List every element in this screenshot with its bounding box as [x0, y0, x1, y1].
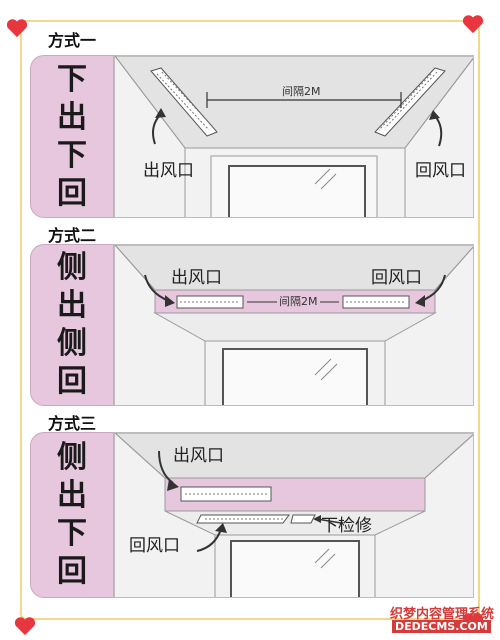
access-panel	[290, 514, 316, 524]
return-vent	[374, 67, 446, 137]
distance-label: 间隔2M	[279, 83, 324, 99]
watermark-site: DEDECMS.COM	[392, 620, 491, 633]
return-vent	[196, 514, 290, 524]
method-2-side-label: 侧 出 侧 回	[30, 244, 114, 406]
method-1-illustration: 间隔2M 出风口 回风口	[114, 55, 474, 218]
heart-icon	[14, 616, 36, 636]
heart-icon	[462, 14, 484, 34]
side-char: 出	[57, 288, 87, 323]
method-3-side-label: 侧 出 下 回	[30, 432, 114, 598]
side-char: 回	[57, 364, 87, 399]
method-2-illustration: 出风口 回风口 间隔2M	[114, 244, 474, 406]
outlet-label: 出风口	[171, 268, 222, 288]
watermark-text: 织梦内容管理系统	[390, 607, 495, 622]
access-label: 下检修	[321, 516, 372, 536]
outlet-label: 出风口	[143, 161, 194, 181]
heart-icon	[6, 18, 28, 38]
method-1-title: 方式一	[44, 27, 101, 51]
side-char: 侧	[57, 440, 87, 475]
outlet-vent	[150, 67, 218, 137]
method-3-title: 方式三	[44, 410, 101, 434]
side-char: 侧	[57, 326, 87, 361]
side-char: 回	[57, 554, 87, 589]
outlet-vent	[180, 486, 272, 502]
return-label: 回风口	[129, 536, 180, 556]
side-char: 下	[57, 516, 87, 551]
side-char: 出	[57, 478, 87, 513]
outlet-vent	[176, 295, 244, 309]
side-char: 回	[57, 175, 87, 211]
method-3-illustration: 出风口 回风口 下检修	[114, 432, 474, 598]
method-2-title: 方式二	[44, 222, 101, 246]
side-char: 侧	[57, 250, 87, 285]
method-1-side-label: 下 出 下 回	[30, 55, 114, 218]
return-label: 回风口	[371, 268, 422, 288]
return-vent	[342, 295, 410, 309]
side-char: 下	[57, 137, 87, 173]
return-label: 回风口	[415, 161, 466, 181]
side-char: 出	[57, 99, 87, 135]
distance-label: 间隔2M	[277, 293, 320, 309]
outlet-label: 出风口	[173, 446, 224, 466]
side-char: 下	[57, 61, 87, 97]
